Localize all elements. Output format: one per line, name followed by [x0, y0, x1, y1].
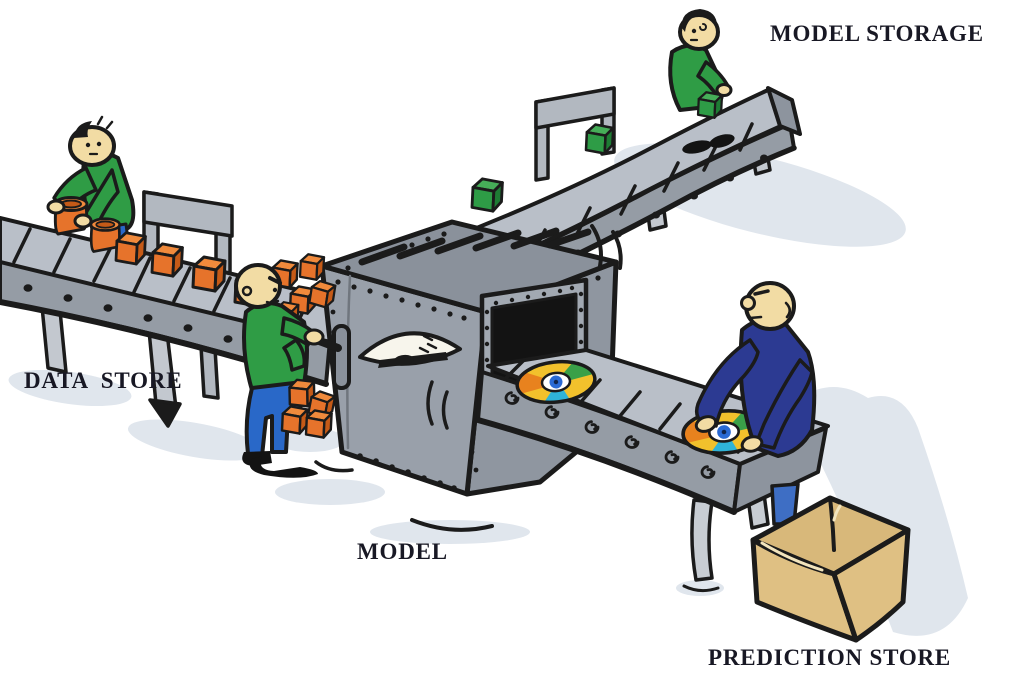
label-model: MODEL: [357, 539, 448, 564]
worker-hand: [303, 328, 325, 346]
worker-shoe-shadow: [249, 456, 318, 478]
worker-hand: [694, 415, 718, 433]
worker-head: [234, 263, 282, 309]
worker-hand: [740, 435, 764, 453]
worker-nose: [740, 295, 756, 311]
data-store-loader-worker: [234, 263, 325, 478]
label-data-store: DATA STORE: [24, 368, 182, 393]
label-model-storage: MODEL STORAGE: [770, 21, 984, 46]
worker-hands: [46, 199, 93, 229]
floor-shadows: [0, 143, 968, 636]
prediction-conveyor: [475, 348, 830, 593]
motion-arcs: [314, 224, 623, 532]
box-right-face: [831, 527, 911, 643]
label-prediction-store: PREDICTION STORE: [708, 645, 951, 670]
gauge-ticks: [418, 334, 438, 354]
data-cubes-floor-pile: [280, 377, 337, 439]
worker-shoes: [682, 134, 735, 154]
machine-door-handle: [332, 324, 351, 390]
machine-gauge: [358, 331, 462, 368]
prediction-box: [750, 495, 911, 643]
conveyor-frame: [534, 86, 616, 182]
prediction-worker: [694, 281, 817, 526]
worker-hand: [715, 83, 733, 97]
